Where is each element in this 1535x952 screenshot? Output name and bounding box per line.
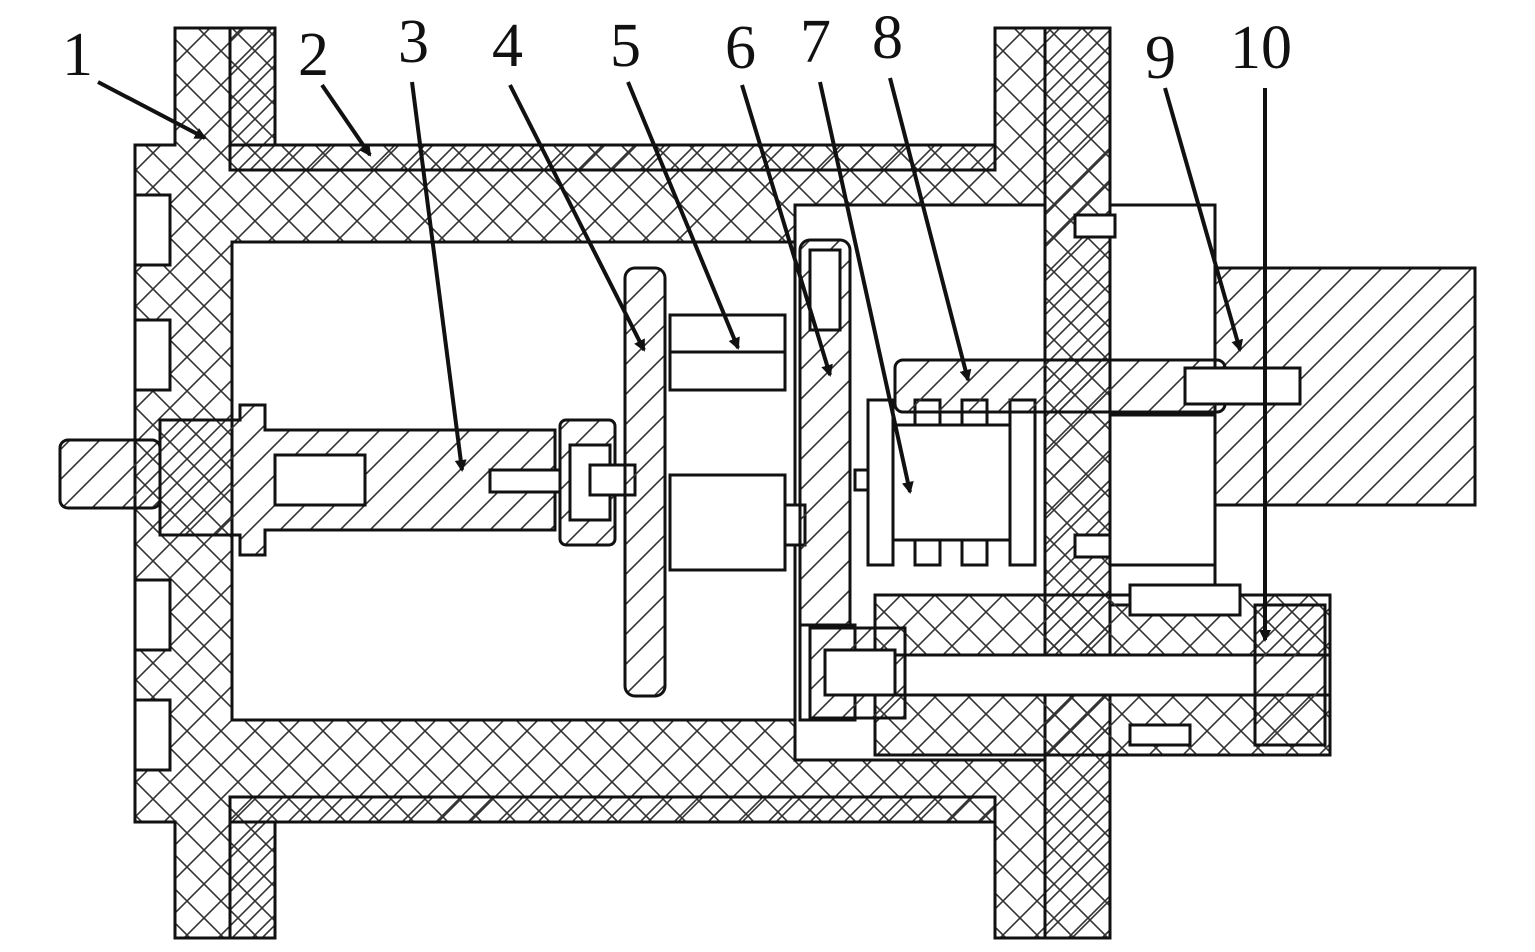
- leader-1: [97, 80, 207, 140]
- magnet-blocks: [668, 313, 807, 572]
- callout-2: 2: [298, 21, 329, 89]
- callout-10: 10: [1230, 14, 1292, 82]
- callout-7: 7: [800, 8, 831, 76]
- callout-3: 3: [398, 8, 429, 76]
- leader-5: [626, 81, 740, 350]
- upper-shaft: [893, 358, 1302, 414]
- leader-2: [320, 83, 372, 157]
- leader-3: [410, 81, 467, 472]
- callout-labels: 1 2 3 4 5 6 7 8 9 10: [62, 4, 1292, 92]
- leader-8: [888, 77, 972, 382]
- callout-4: 4: [492, 12, 523, 80]
- callout-1: 1: [62, 21, 93, 89]
- leader-9: [1163, 87, 1244, 352]
- callout-5: 5: [610, 12, 641, 80]
- lower-shaft: [808, 583, 1332, 757]
- leader-7: [818, 81, 914, 494]
- callout-9: 9: [1145, 24, 1176, 92]
- callout-8: 8: [872, 4, 903, 72]
- input-shaft: [58, 403, 562, 557]
- callout-6: 6: [725, 14, 756, 82]
- leader-6: [740, 84, 833, 377]
- leader-4: [508, 84, 646, 352]
- gear-stack: [853, 398, 1037, 567]
- disc-plate: [623, 266, 667, 698]
- leader-arrows: [97, 77, 1271, 642]
